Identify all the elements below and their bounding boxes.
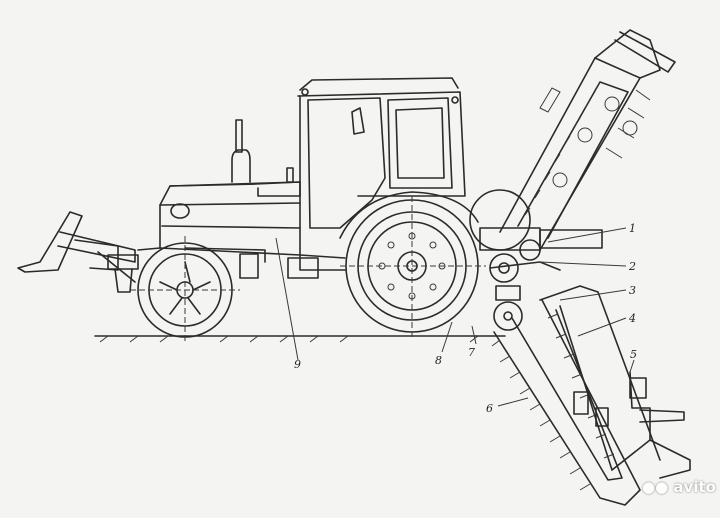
front-wheel — [130, 236, 240, 344]
tractor-body — [137, 181, 346, 279]
working-trencher-boom — [491, 285, 661, 506]
callout-7: 7 — [468, 346, 475, 359]
crumb-cleaner — [611, 371, 691, 479]
watermark: ●● avito — [642, 478, 716, 496]
raised-trencher-boom — [499, 29, 676, 251]
exhaust-pipe — [231, 119, 294, 183]
callout-2: 2 — [629, 260, 636, 273]
callout-4: 4 — [629, 312, 636, 325]
callout-leaders — [275, 227, 635, 407]
callout-6: 6 — [486, 402, 493, 415]
rear-wheel — [340, 196, 486, 340]
rear-fender — [339, 191, 479, 239]
ground-line — [94, 335, 506, 343]
callout-8: 8 — [435, 354, 442, 367]
trencher-drive — [469, 189, 603, 331]
callout-3: 3 — [629, 284, 636, 297]
front-blade — [17, 211, 139, 293]
callout-5: 5 — [630, 348, 637, 361]
callout-1: 1 — [629, 222, 636, 235]
watermark-dots-icon: ●● — [642, 478, 669, 496]
callout-9: 9 — [294, 358, 301, 371]
